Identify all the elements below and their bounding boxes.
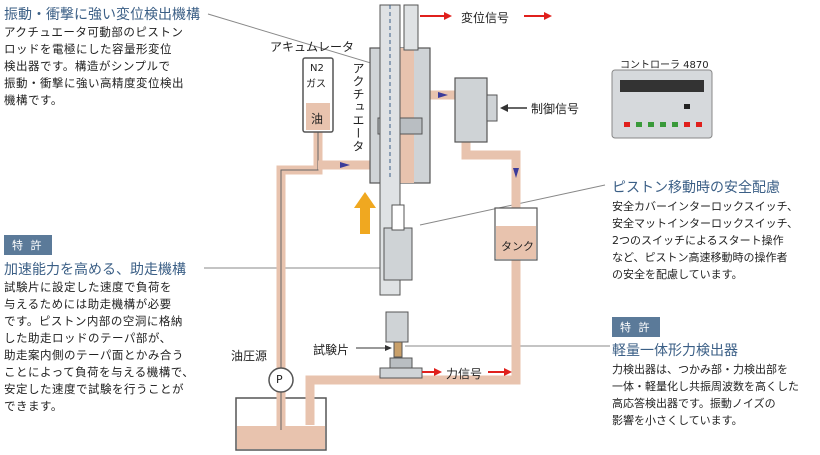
text-line: 高応答検出器です。振動ノイズの — [612, 397, 776, 410]
label-control-signal: 制御信号 — [531, 102, 580, 116]
text-loadcell: 力検出器は、つかみ部・力検出部を 一体・軽量化し共振周波数を高くした 高応答検出… — [612, 361, 818, 429]
leader-line-displacement — [207, 13, 395, 71]
label-actuator: アクチュエータ — [351, 62, 365, 153]
text-line: など、ピストン高速移動時の操作者 — [612, 251, 788, 264]
flow-arrow-2 — [438, 92, 448, 98]
pump — [268, 367, 294, 393]
grip — [385, 311, 409, 343]
label-n2: N2 — [310, 63, 324, 74]
label-tank: タンク — [501, 240, 534, 253]
text-line: 安全カバーインターロックスイッチ、 — [612, 200, 799, 213]
text-line: アクチュエータ可動部のピストン — [4, 25, 184, 39]
text-line: 安定した速度で試験を行うことが — [4, 382, 184, 396]
text-line: 影響を小さくしています。 — [612, 414, 743, 427]
text-line: 与えるためには助走機構が必要 — [4, 297, 172, 311]
heading-displacement-detection: 振動・衝撃に強い変位検出機構 — [4, 7, 200, 23]
label-accumulator: アキュムレータ — [270, 40, 355, 54]
label-displacement-signal: 変位信号 — [461, 11, 510, 25]
label-gas: ガス — [306, 79, 326, 90]
text-line: 検出器です。構造がシンプルで — [4, 59, 171, 73]
heading-loadcell: 軽量一体形力検出器 — [612, 343, 738, 359]
label-controller: コントローラ 4870 — [620, 60, 709, 71]
text-line: 一体・軽量化し共振周波数を高くした — [612, 380, 799, 393]
yellow-up-arrow — [354, 192, 376, 234]
text-line: の安全を配慮しています。 — [612, 268, 743, 281]
patent-badge-runup: 特 許 — [4, 235, 52, 255]
servo-valve — [454, 77, 488, 143]
flow-arrow-3 — [513, 168, 519, 178]
pipe-return — [305, 255, 521, 425]
pipe-valve-to-tank — [461, 140, 521, 210]
heading-runup-mechanism: 加速能力を高める、助走機構 — [4, 262, 186, 278]
specimen-pointer — [356, 345, 392, 351]
text-line: 機構です。 — [4, 93, 63, 107]
text-line: した助走ロッドのテーパ部が、 — [4, 331, 172, 345]
patent-badge-loadcell: 特 許 — [612, 317, 660, 337]
label-specimen: 試験片 — [313, 343, 350, 357]
text-piston-safety: 安全カバーインターロックスイッチ、 安全マットインターロックスイッチ、 2つのス… — [612, 198, 818, 283]
text-line: 試験片に設定した速度で負荷を — [4, 280, 172, 294]
text-runup-mechanism: 試験片に設定した速度で負荷を 与えるためには助走機構が必要 です。ピストン内部の… — [4, 279, 216, 415]
flow-arrow-1 — [340, 162, 350, 168]
label-force-signal: 力信号 — [446, 367, 483, 381]
heading-piston-safety: ピストン移動時の安全配慮 — [612, 180, 780, 196]
text-line: できます。 — [4, 399, 63, 413]
text-line: 安全マットインターロックスイッチ、 — [612, 217, 799, 230]
controller-device — [611, 69, 713, 139]
text-line: 力検出器は、つかみ部・力検出部を — [612, 363, 788, 376]
text-line: 助走案内側のテーパ面とかみ合う — [4, 348, 184, 362]
label-pump: P — [276, 373, 283, 386]
control-signal-arrow — [500, 104, 527, 112]
text-line: ロッドを電極にした容量形変位 — [4, 42, 172, 56]
oil-level-bottom — [237, 426, 325, 449]
label-oil: 油 — [311, 112, 324, 126]
runup-guide — [383, 227, 413, 281]
force-signal-arrow — [422, 368, 512, 376]
specimen — [393, 341, 403, 358]
label-pressure-source: 油圧源 — [231, 349, 268, 363]
load-cell — [379, 367, 423, 379]
text-line: ことによって負荷を与える機構で、 — [4, 365, 195, 379]
text-line: です。ピストン内部の空洞に格納 — [4, 314, 183, 328]
text-line: 振動・衝撃に強い高精度変位検出 — [4, 76, 184, 90]
text-displacement-detection: アクチュエータ可動部のピストン ロッドを電極にした容量形変位 検出器です。構造が… — [4, 24, 216, 109]
displacement-signal-arrow — [420, 12, 552, 20]
text-line: 2つのスイッチによるスタート操作 — [612, 234, 784, 247]
